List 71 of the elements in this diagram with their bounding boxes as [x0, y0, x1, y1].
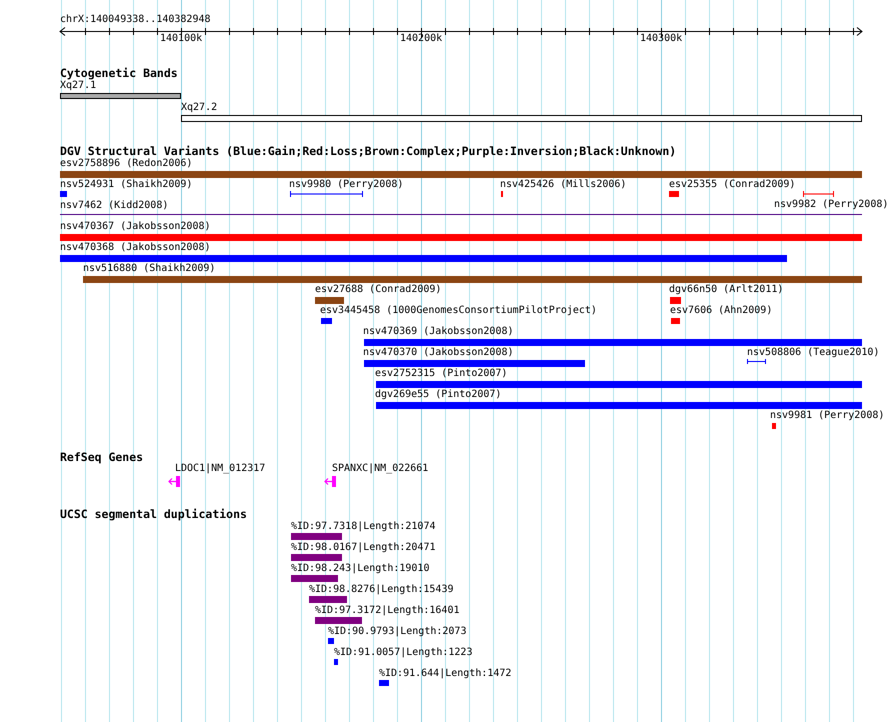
tick-label: 140200k	[400, 33, 442, 44]
variant-bar	[60, 191, 67, 197]
feature-label: nsv9980 (Perry2008)	[289, 179, 404, 190]
feature-label: %ID:98.243|Length:19010	[291, 563, 430, 574]
feature-label: nsv524931 (Shaikh2009)	[60, 179, 192, 190]
variant-bar	[315, 297, 344, 304]
coordinate-label: chrX:140049338..140382948	[60, 14, 211, 25]
feature-label: Xq27.1	[60, 80, 96, 91]
variant-bar	[364, 339, 862, 346]
duplication-bar	[291, 575, 338, 582]
variant-bar	[670, 297, 681, 304]
feature-label: nsv516880 (Shaikh2009)	[83, 263, 216, 274]
tick-label: 140300k	[640, 33, 682, 44]
feature-label: SPANXC|NM_022661	[332, 463, 428, 474]
feature-label: nsv425426 (Mills2006)	[500, 179, 626, 190]
variant-bar	[772, 423, 776, 429]
feature-label: %ID:90.9793|Length:2073	[328, 626, 466, 637]
variant-bar	[60, 234, 862, 241]
band-bar	[60, 93, 181, 99]
duplication-bar	[309, 596, 347, 603]
feature-label: nsv470367 (Jakobsson2008)	[60, 221, 211, 232]
variant-span	[747, 359, 766, 364]
feature-label: esv2752315 (Pinto2007)	[375, 368, 508, 379]
feature-label: nsv9981 (Perry2008)	[770, 410, 884, 421]
variant-span	[290, 191, 363, 197]
feature-label: nsv508806 (Teague2010)	[747, 347, 880, 358]
variant-bar	[364, 360, 585, 367]
duplication-bar	[328, 638, 334, 644]
feature-label: dgv269e55 (Pinto2007)	[375, 389, 502, 400]
feature-label: %ID:91.644|Length:1472	[379, 668, 512, 679]
feature-label: LDOC1|NM_012317	[175, 463, 266, 474]
feature-label: %ID:97.7318|Length:21074	[291, 521, 436, 532]
feature-label: nsv470369 (Jakobsson2008)	[363, 326, 514, 337]
variant-bar	[376, 402, 862, 409]
track-title: RefSeq Genes	[60, 451, 144, 464]
feature-label: nsv9982 (Perry2008)	[774, 199, 888, 210]
feature-label: Xq27.2	[181, 102, 218, 113]
variant-bar	[376, 381, 862, 388]
feature-label: %ID:98.8276|Length:15439	[309, 584, 454, 595]
track-title: Cytogenetic Bands	[60, 67, 178, 80]
band-bar	[181, 115, 862, 122]
feature-label: esv27688 (Conrad2009)	[315, 284, 442, 295]
feature-label: %ID:91.0057|Length:1223	[334, 647, 472, 658]
feature-label: %ID:97.3172|Length:16401	[315, 605, 460, 616]
feature-label: esv25355 (Conrad2009)	[669, 179, 796, 190]
feature-label: nsv470370 (Jakobsson2008)	[363, 347, 514, 358]
feature-label: %ID:98.0167|Length:20471	[291, 542, 436, 553]
duplication-bar	[315, 617, 362, 624]
feature-label: esv7606 (Ahn2009)	[670, 305, 772, 316]
feature-label: nsv7462 (Kidd2008)	[60, 200, 168, 211]
duplication-bar	[334, 659, 338, 665]
feature-label: dgv66n50 (Arlt2011)	[669, 284, 784, 295]
feature-label: nsv470368 (Jakobsson2008)	[60, 242, 211, 253]
variant-span	[803, 191, 834, 197]
track-title: UCSC segmental duplications	[60, 508, 247, 521]
variant-bar	[321, 318, 332, 324]
variant-line	[60, 214, 862, 216]
track-title: DGV Structural Variants (Blue:Gain;Red:Loss;Brown:Complex;Purple:Inversion;Black:Unknown)	[60, 145, 676, 158]
duplication-bar	[291, 533, 342, 540]
variant-bar	[60, 255, 787, 262]
feature-label: esv2758896 (Redon2006)	[60, 158, 192, 169]
gene-arrow-icon	[325, 476, 336, 487]
variant-bar	[60, 171, 862, 178]
variant-bar	[83, 276, 862, 283]
tick-label: 140100k	[160, 33, 202, 44]
feature-label: esv3445458 (1000GenomesConsortiumPilotProject)	[320, 305, 597, 316]
variant-bar	[669, 191, 679, 197]
variant-bar	[671, 318, 680, 324]
duplication-bar	[379, 680, 389, 686]
gene-arrow-icon	[169, 476, 180, 487]
duplication-bar	[291, 554, 342, 561]
